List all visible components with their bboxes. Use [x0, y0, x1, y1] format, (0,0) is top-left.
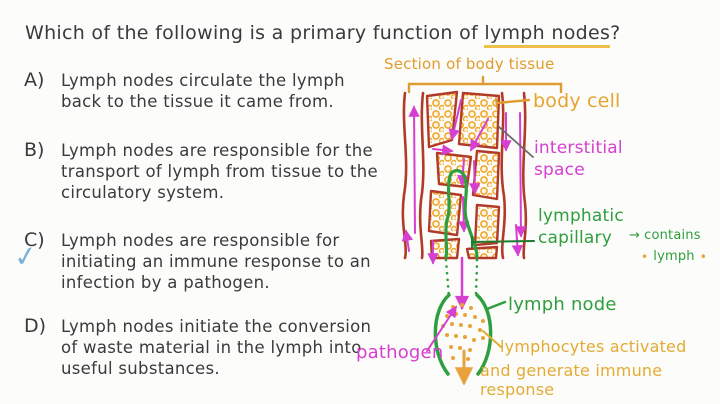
correct-answer-check-icon: ✓: [11, 238, 40, 275]
diagram-section-title: Section of body tissue: [384, 55, 555, 73]
label-pathogen: pathogen: [356, 342, 444, 363]
option-d-text: Lymph nodes initiate the conversion of w…: [61, 317, 372, 378]
arrow-right-icon: →: [629, 228, 641, 243]
option-b: B) Lymph nodes are responsible for the t…: [24, 140, 379, 203]
option-a-letter: A): [24, 69, 45, 91]
label-lymph-text: lymph: [653, 249, 695, 264]
label-contains-text: contains: [644, 228, 701, 243]
interstitial-flow-arrows: [401, 99, 527, 311]
option-d: D) Lymph nodes initiate the conversion o…: [24, 316, 379, 379]
question-title-prefix: Which of the following is a primary func…: [25, 22, 485, 44]
label-body-cell: body cell: [533, 90, 621, 112]
pointer-lines: [471, 97, 535, 348]
pathogen-arrow: [426, 305, 457, 352]
section-bracket-icon: [407, 75, 563, 94]
label-lymphatic-capillary: lymphatic capillary: [538, 206, 624, 248]
label-contains: → contains: [629, 228, 701, 243]
option-c-text: Lymph nodes are responsible for initiati…: [61, 231, 371, 292]
option-a: A) Lymph nodes circulate the lymph back …: [24, 70, 379, 112]
title-underlined-term: lymph nodes: [484, 22, 611, 48]
option-c-letter: C): [24, 229, 45, 251]
label-interstitial-space: interstitial space: [534, 138, 623, 180]
label-lymphocytes-line2: and generate immune response: [480, 361, 663, 399]
option-b-letter: B): [24, 139, 45, 161]
option-b-text: Lymph nodes are responsible for the tran…: [61, 141, 378, 202]
option-d-letter: D): [24, 315, 47, 337]
label-lymphocytes-line1: lymphocytes activated: [500, 337, 687, 356]
label-lymph-node: lymph node: [508, 294, 617, 315]
label-lymph: • lymph •: [641, 249, 707, 264]
option-c: C) Lymph nodes are responsible for initi…: [24, 230, 379, 293]
bullet-icon: •: [641, 249, 649, 264]
bullet-icon: •: [699, 249, 708, 264]
tissue-walls: [401, 91, 528, 260]
option-a-text: Lymph nodes circulate the lymph back to …: [61, 71, 345, 111]
question-title: Which of the following is a primary func…: [25, 22, 685, 48]
question-title-suffix: ?: [610, 22, 621, 44]
